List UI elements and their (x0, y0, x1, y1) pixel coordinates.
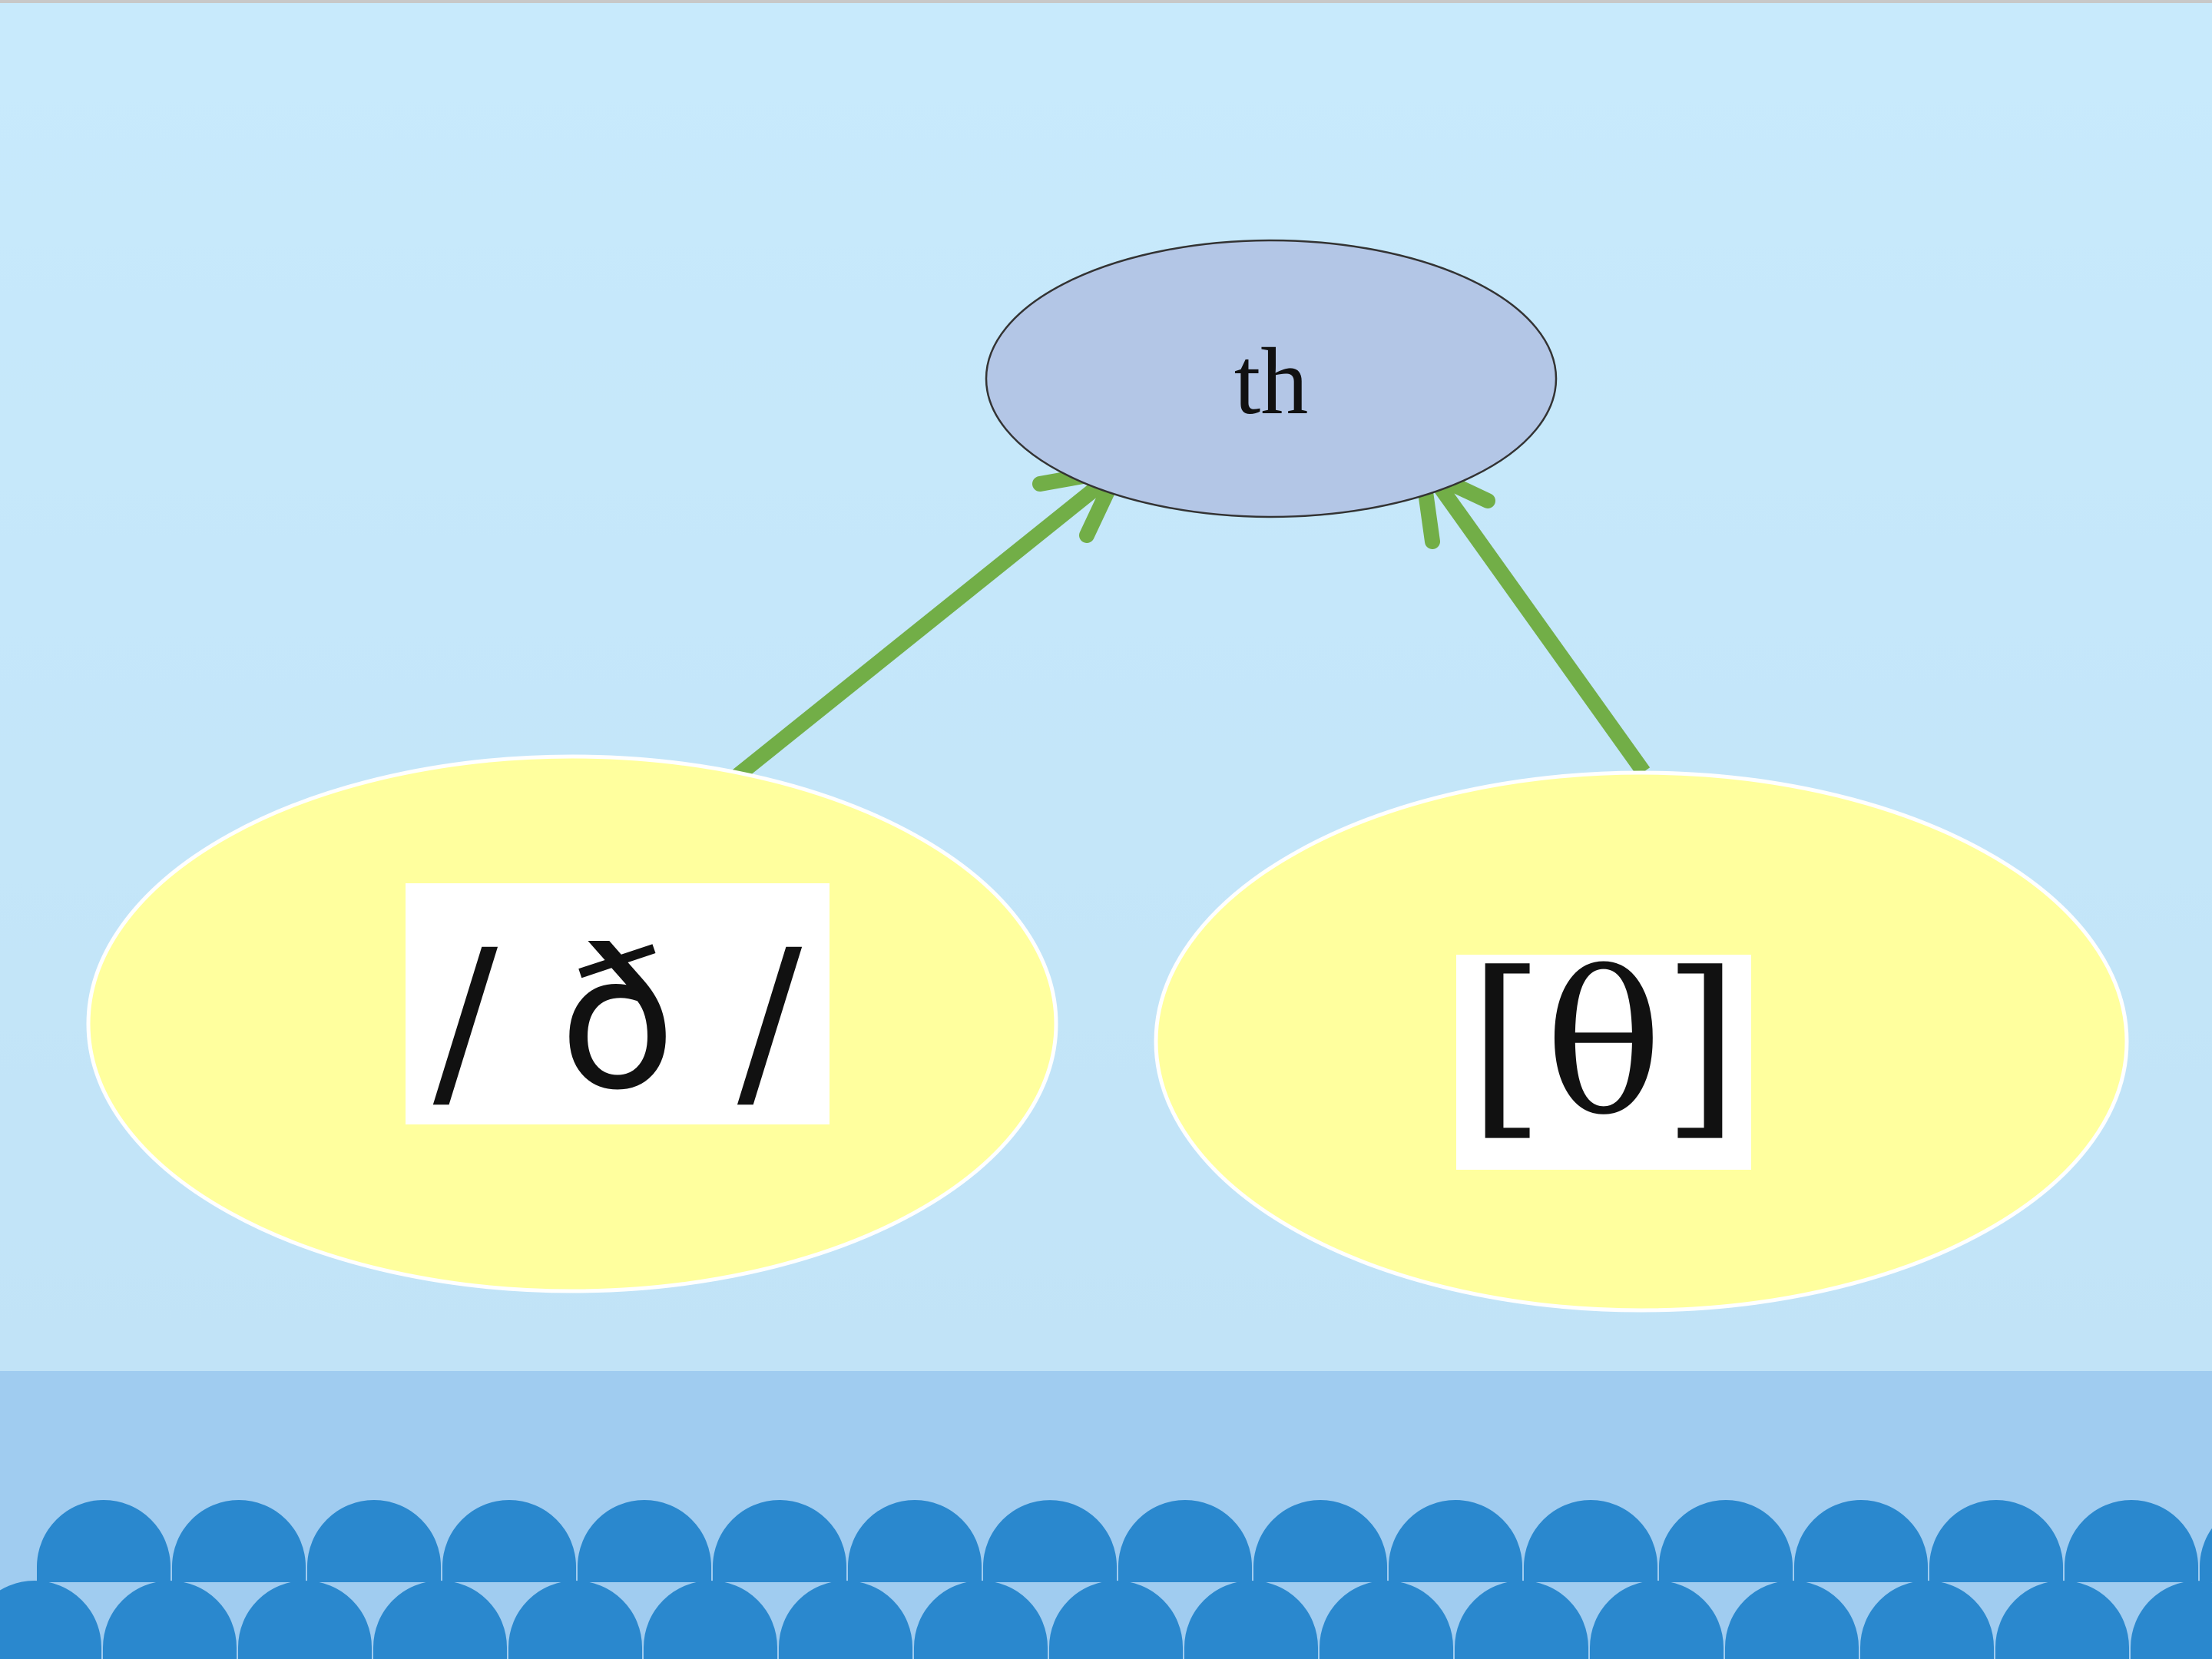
wave-scallop (1118, 1500, 1252, 1582)
wave-scallop (713, 1500, 846, 1582)
wave-scallop (914, 1581, 1048, 1659)
wave-scallop (1659, 1500, 1793, 1582)
leaf-node-voiced-th: / ð / (86, 754, 1058, 1293)
root-node-label: th (1234, 329, 1308, 434)
top-edge-line (0, 0, 2212, 3)
voiced-symbol-box (406, 883, 830, 1124)
voiceless-th-symbol: [θ] (1469, 931, 1740, 1159)
wave-scallop (1389, 1500, 1522, 1582)
voiced-th-symbol: / ð / (433, 909, 803, 1132)
wave-scallop (1794, 1500, 1928, 1582)
wave-scallop (2065, 1500, 2198, 1582)
root-node: th (985, 239, 1558, 518)
wave-scallop (1995, 1581, 2129, 1659)
wave-scallop (0, 1581, 101, 1659)
wave-scallop (238, 1581, 372, 1659)
wave-scallop (307, 1500, 441, 1582)
wave-scallop (373, 1581, 507, 1659)
wave-scallop (1253, 1500, 1387, 1582)
wave-scallop (1184, 1581, 1318, 1659)
wave-scallop (848, 1500, 982, 1582)
wave-scallop (1524, 1500, 1657, 1582)
wave-scallop (1455, 1581, 1588, 1659)
wave-scallop (103, 1581, 237, 1659)
wave-scallop (1049, 1581, 1183, 1659)
wave-scallop (1929, 1500, 2063, 1582)
leaf-node-voiceless-th: [θ] (1154, 770, 2129, 1313)
wave-pattern (0, 1500, 2212, 1659)
wave-scallop (1860, 1581, 1994, 1659)
wave-scallop (983, 1500, 1117, 1582)
wave-scallop (779, 1581, 912, 1659)
wave-scallop (2131, 1581, 2212, 1659)
voiceless-symbol-box (1456, 955, 1751, 1170)
wave-scallop (578, 1500, 711, 1582)
wave-scallop (1590, 1581, 1724, 1659)
wave-scallop (442, 1500, 576, 1582)
wave-scallop (1725, 1581, 1859, 1659)
wave-scallop (508, 1581, 642, 1659)
wave-scallop (1320, 1581, 1453, 1659)
wave-scallop (172, 1500, 306, 1582)
wave-scallop (2200, 1528, 2212, 1582)
wave-scallop (644, 1581, 777, 1659)
wave-scallop (37, 1500, 171, 1582)
